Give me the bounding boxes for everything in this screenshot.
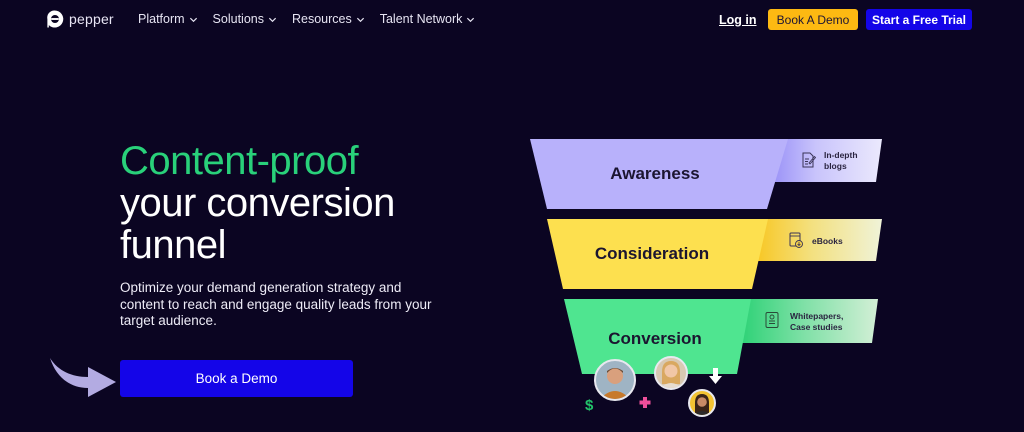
person-icon [660,361,682,388]
curved-arrow-icon [50,358,116,397]
tab-line: Case studies [790,322,843,332]
tab-text-awareness: In-depth blogs [824,150,858,172]
tab-text-conversion: Whitepapers, Case studies [790,311,843,333]
menu-label: Talent Network [379,12,463,26]
funnel-stage-awareness: Awareness [610,164,700,183]
pepper-logo[interactable]: pepper [45,9,114,29]
hero-title-line3: funnel [120,223,226,267]
person-icon [694,394,710,415]
avatar-woman-blonde [654,356,688,390]
menu-label: Solutions [212,12,264,26]
chevron-down-icon [356,17,364,22]
tab-line: blogs [824,161,847,171]
avatar-man [594,359,636,401]
down-arrow-icon [709,368,722,384]
plus-icon [639,396,651,408]
menu-platform[interactable]: Platform [138,12,198,26]
logo-text: pepper [69,11,114,27]
tab-text-consideration: eBooks [812,236,843,247]
main-menu: Platform Solutions Resources Talent Netw… [138,12,475,26]
funnel-stage-conversion: Conversion [608,329,702,348]
top-navigation: pepper Platform Solutions Resources Tale… [0,0,1024,40]
dollar-icon: $ [585,397,594,414]
person-icon [600,368,630,399]
book-demo-button[interactable]: Book A Demo [768,9,858,30]
document-profile-icon [765,312,779,328]
hero-title-line2: your conversion [120,181,395,225]
chevron-down-icon [189,17,197,22]
menu-resources[interactable]: Resources [292,12,365,26]
menu-label: Platform [138,12,185,26]
chevron-down-icon [467,17,475,22]
menu-label: Resources [291,12,352,26]
hero-book-demo-button[interactable]: Book a Demo [120,360,353,397]
hero-title: Content-proof your conversion funnel [120,140,395,266]
funnel-stage-consideration: Consideration [594,244,710,263]
tab-line: eBooks [812,236,843,246]
ebook-download-icon [789,232,803,248]
free-trial-button[interactable]: Start a Free Trial [866,9,972,30]
login-link[interactable]: Log in [719,13,757,27]
pepper-logo-icon [47,10,64,28]
chevron-down-icon [268,17,277,22]
hero-subtitle: Optimize your demand generation strategy… [120,280,432,328]
blog-edit-icon [802,152,816,168]
hero-title-highlight: Content-proof [120,139,359,183]
avatar-woman-dark [688,389,716,417]
menu-talent-network[interactable]: Talent Network [380,12,476,26]
tab-line: Whitepapers, [790,311,844,321]
tab-line: In-depth [824,150,858,160]
menu-solutions[interactable]: Solutions [213,12,277,26]
